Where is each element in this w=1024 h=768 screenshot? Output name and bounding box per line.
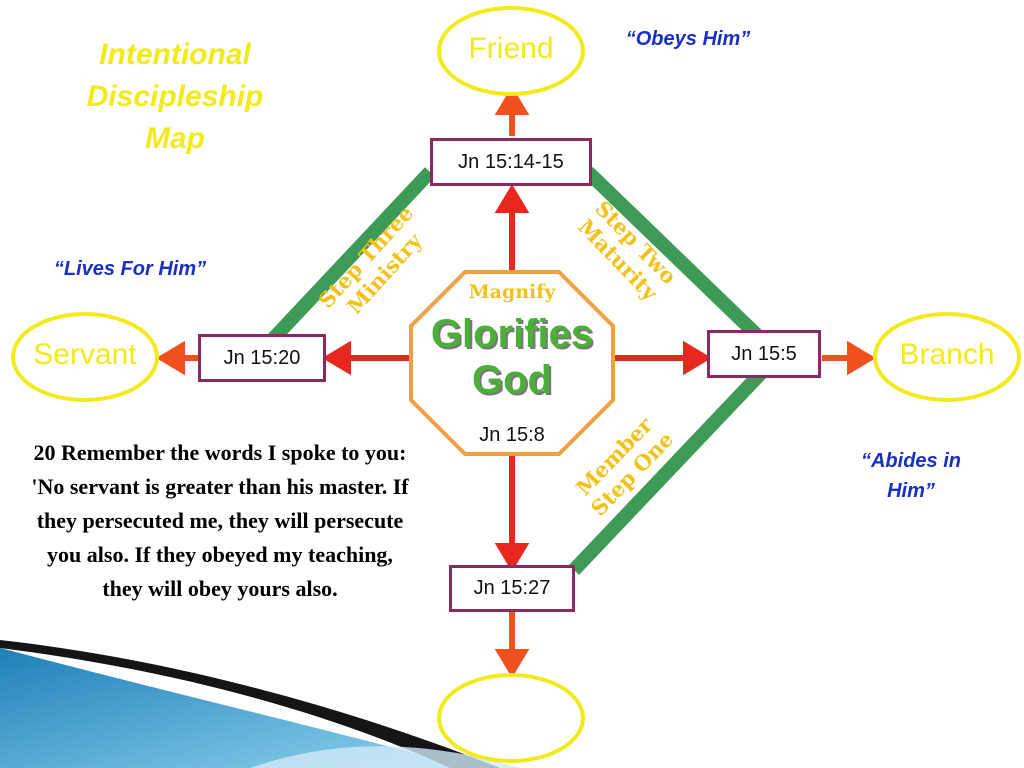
map-title: Intentional Discipleship Map — [40, 34, 310, 160]
title-line-3: Map — [145, 122, 205, 155]
center-magnify: Magnify — [468, 281, 556, 303]
title-line-2: Discipleship — [86, 80, 264, 113]
diamond-edge-top-left — [266, 167, 436, 345]
center-line-2: God — [472, 358, 552, 402]
center-line-1: Glorifies — [430, 312, 594, 356]
quote-abides-line-2: Him” — [887, 480, 935, 502]
ref-box-left: Jn 15:20 — [198, 334, 326, 382]
quote-obeys-him: “Obeys Him” — [625, 28, 751, 50]
center-arrows — [322, 184, 712, 572]
center-octagon — [409, 270, 615, 456]
node-servant-label: Servant — [33, 338, 137, 371]
center-ref: Jn 15:8 — [479, 424, 545, 446]
outer-arrows — [156, 86, 876, 678]
diamond-edge-bottom-right — [568, 367, 768, 575]
ref-box-top: Jn 15:14-15 — [430, 138, 592, 186]
ref-right-text: Jn 15:5 — [731, 342, 797, 365]
diamond-edge-top-right — [583, 166, 767, 346]
ref-left-text: Jn 15:20 — [223, 346, 301, 369]
node-bottom-ellipse — [437, 673, 585, 763]
corner-swoosh-blue — [0, 648, 470, 768]
quote-lives-for-him: “Lives For Him” — [53, 258, 207, 280]
quote-abides-in-him: “Abides in Him” — [826, 446, 996, 506]
ref-top-text: Jn 15:14-15 — [458, 150, 564, 173]
ref-box-right: Jn 15:5 — [707, 330, 821, 378]
center-title: Glorifies God — [411, 311, 613, 403]
node-branch-label: Branch — [899, 338, 995, 371]
ref-box-bottom: Jn 15:27 — [449, 565, 575, 612]
node-friend-ellipse — [437, 6, 585, 96]
corner-swoosh-light — [250, 746, 520, 768]
node-branch-ellipse — [873, 312, 1021, 402]
corner-swoosh-black — [0, 640, 500, 768]
quote-abides-line-1: “Abides in — [860, 450, 961, 472]
ref-bottom-text: Jn 15:27 — [473, 577, 551, 599]
node-friend-label: Friend — [468, 32, 554, 65]
node-servant-ellipse — [11, 312, 159, 402]
title-line-1: Intentional — [99, 38, 251, 71]
verse-text: 20 Remember the words I spoke to you: 'N… — [31, 440, 409, 601]
